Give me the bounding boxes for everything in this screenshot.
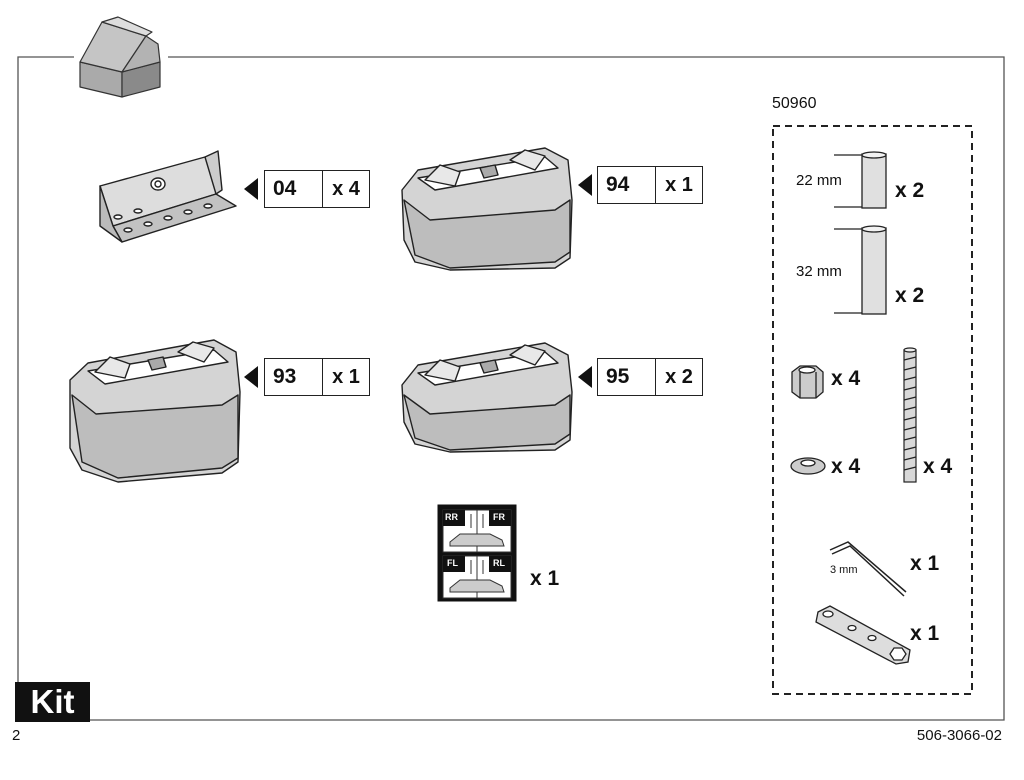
threaded-bolt-drawing <box>903 347 917 483</box>
open-box-icon <box>79 16 161 98</box>
sticker-label-fl: FL <box>447 558 458 568</box>
hex-nut-drawing <box>791 365 824 399</box>
foot-pad-94-drawing <box>401 147 573 271</box>
wrench-qty: x 1 <box>910 622 940 645</box>
position-sticker-sheet <box>437 504 517 602</box>
part-label-93: 93 x 1 <box>264 358 370 396</box>
part-label-95: 95 x 2 <box>597 358 703 396</box>
nut-qty: x 4 <box>831 367 861 390</box>
part-qty: x 1 <box>665 173 693 196</box>
kit-label: Kit <box>15 682 90 722</box>
wrench-tool-drawing <box>815 605 911 665</box>
sticker-label-rl: RL <box>493 558 505 568</box>
document-number: 506-3066-02 <box>916 727 1002 744</box>
callout-arrow-04 <box>244 178 258 200</box>
page-frame <box>17 56 1005 721</box>
part-qty: x 4 <box>332 177 360 200</box>
spacer-22mm-drawing <box>834 151 887 209</box>
washer-qty: x 4 <box>831 455 861 478</box>
hex-key-drawing <box>829 541 907 597</box>
page-number: 2 <box>12 727 21 744</box>
spacer-32-qty: x 2 <box>895 284 925 307</box>
foot-pad-93-drawing <box>69 339 241 483</box>
sticker-qty: x 1 <box>530 567 560 590</box>
part-code: 93 <box>265 359 323 395</box>
hex-key-qty: x 1 <box>910 552 940 575</box>
kit-contents-box <box>772 125 973 695</box>
part-code: 04 <box>265 171 323 207</box>
callout-arrow-93 <box>244 366 258 388</box>
part-code: 95 <box>598 359 656 395</box>
bracket-04-drawing <box>99 150 237 243</box>
hex-key-dim: 3 mm <box>830 564 858 576</box>
part-code: 94 <box>598 167 656 203</box>
kit-number: 50960 <box>772 95 817 112</box>
sticker-label-fr: FR <box>493 512 505 522</box>
spacer-22-qty: x 2 <box>895 179 925 202</box>
callout-arrow-95 <box>578 366 592 388</box>
spacer-22-dim: 22 mm <box>796 172 842 189</box>
washer-drawing <box>790 457 826 475</box>
part-label-04: 04 x 4 <box>264 170 370 208</box>
spacer-32-dim: 32 mm <box>796 263 842 280</box>
bolt-qty: x 4 <box>923 455 953 478</box>
spacer-32mm-drawing <box>834 225 887 315</box>
part-qty: x 1 <box>332 365 360 388</box>
sticker-label-rr: RR <box>445 512 458 522</box>
foot-pad-95-drawing <box>401 342 573 453</box>
callout-arrow-94 <box>578 174 592 196</box>
part-qty: x 2 <box>665 365 693 388</box>
part-label-94: 94 x 1 <box>597 166 703 204</box>
